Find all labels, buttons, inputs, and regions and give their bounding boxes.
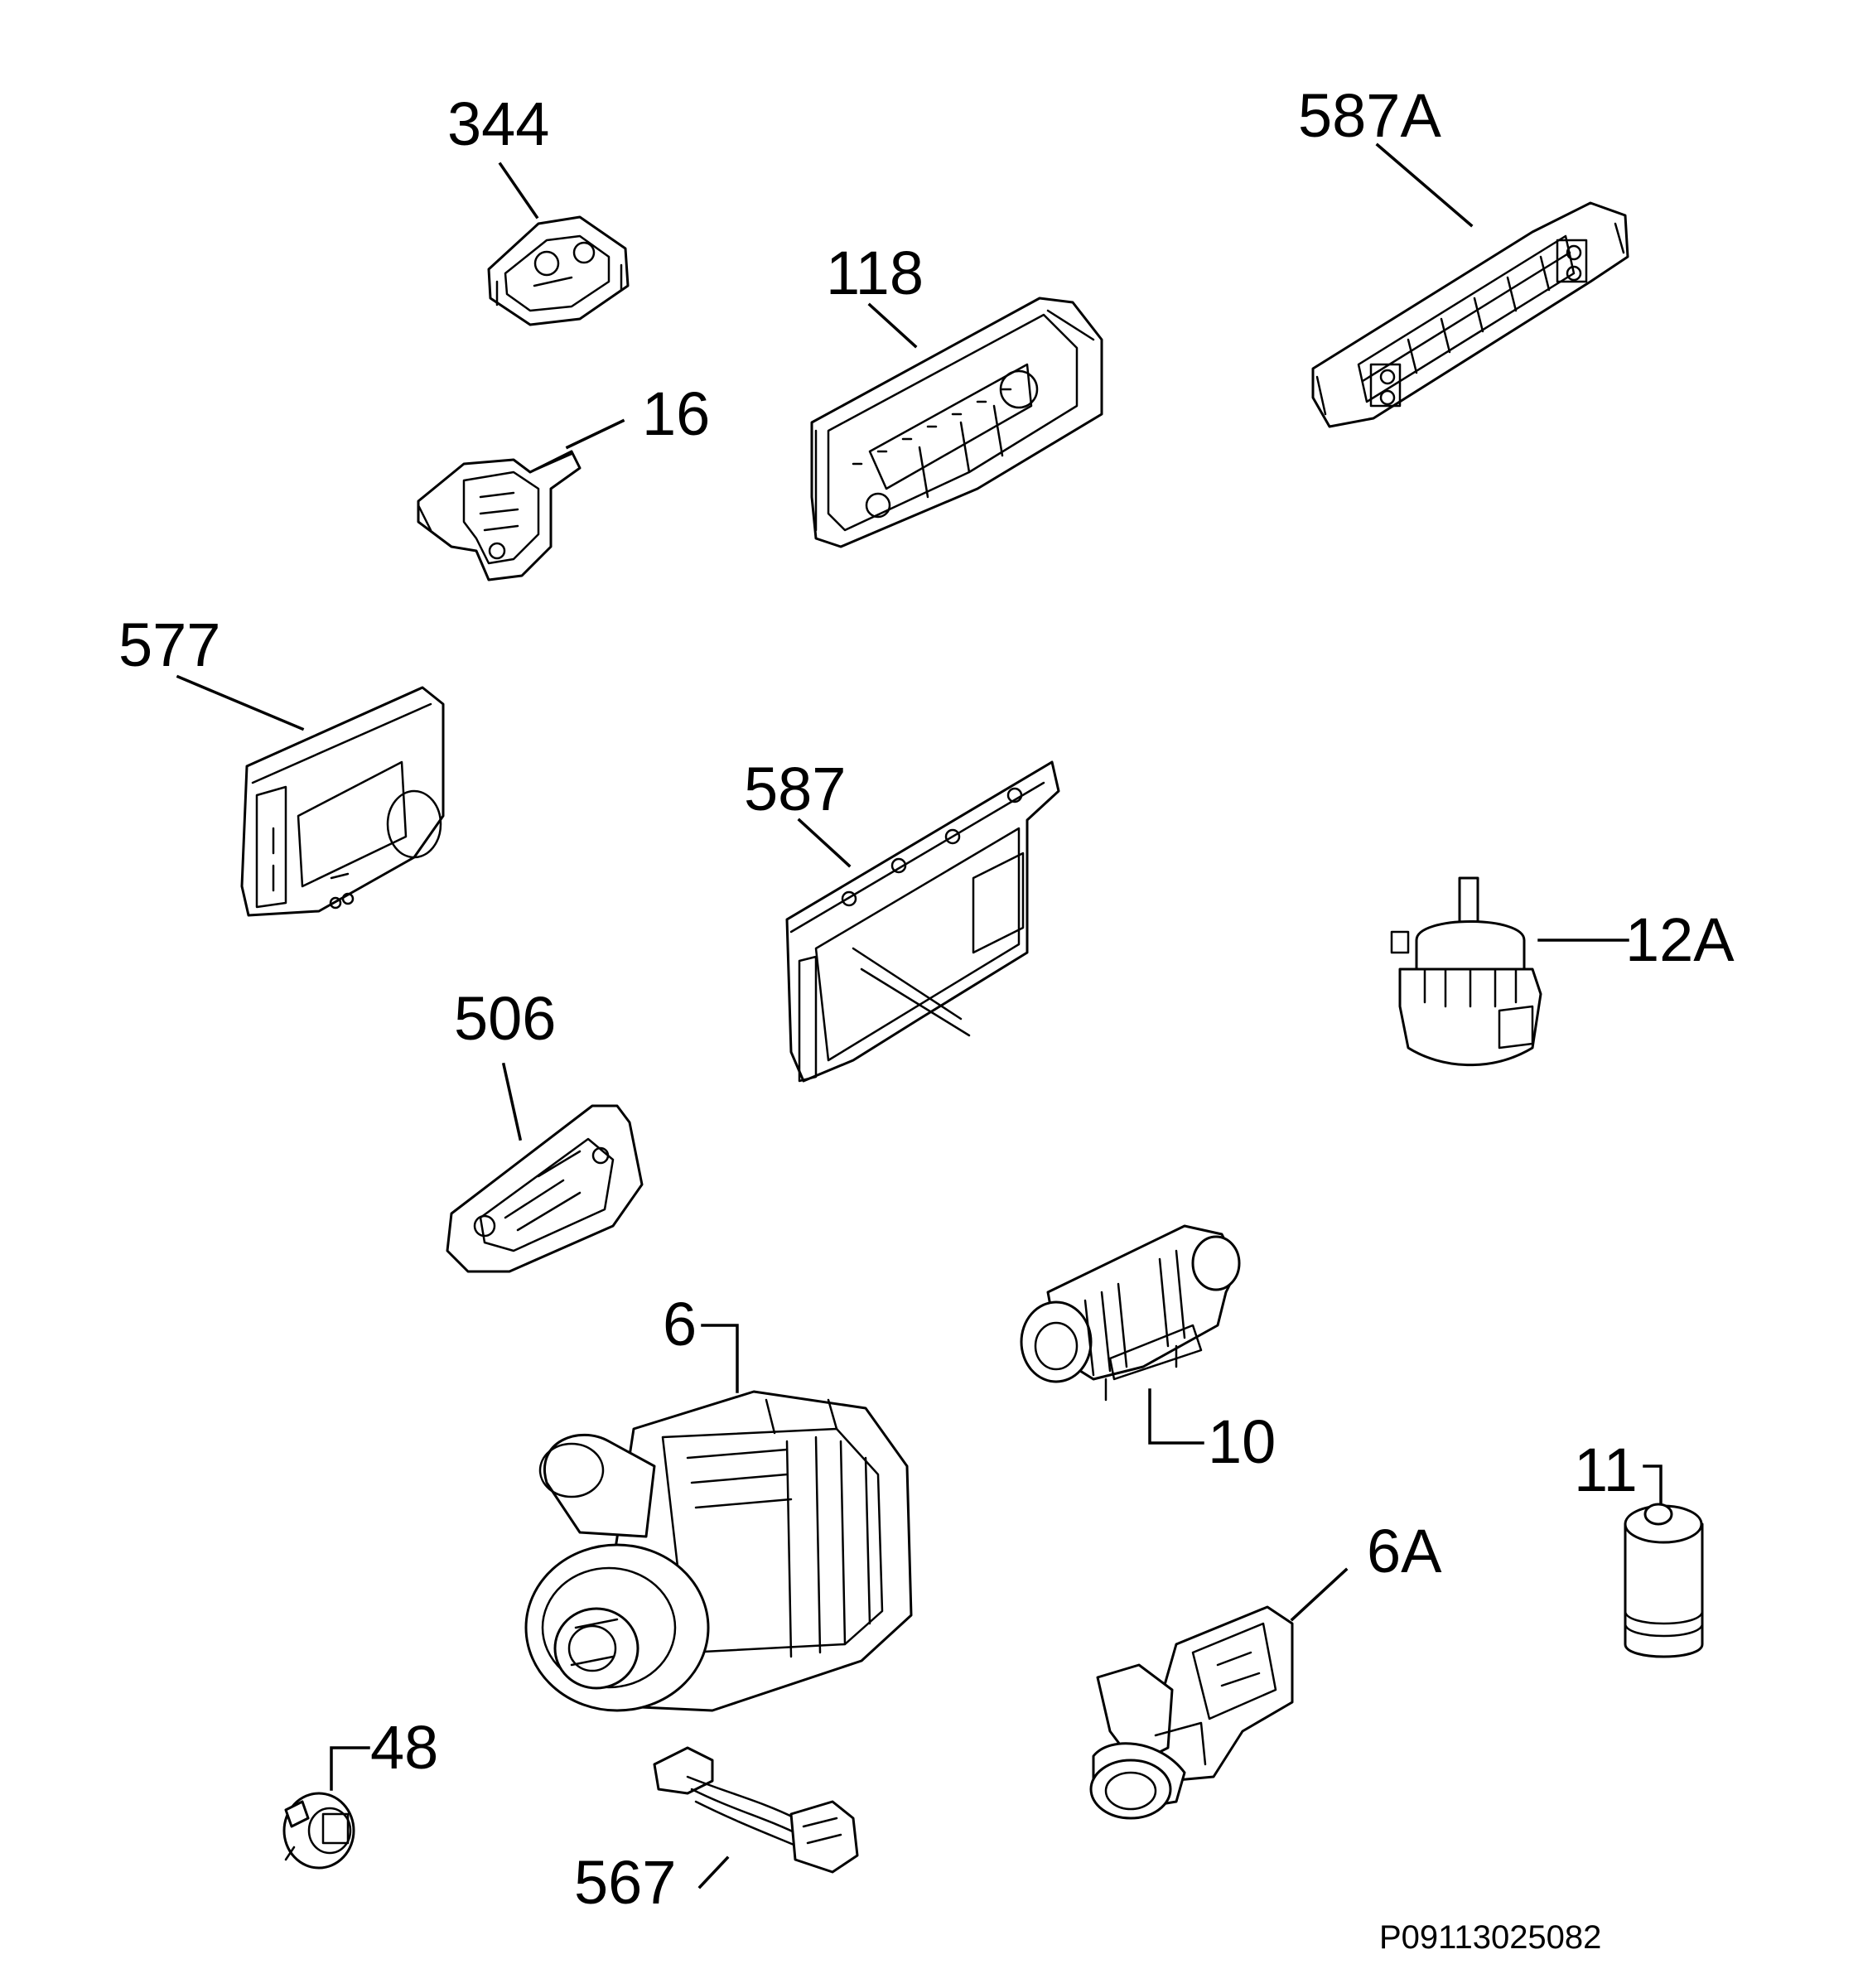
part-587A[interactable] [1311,201,1629,428]
callout-12A: 12A [1625,905,1735,974]
callout-11: 11 [1574,1436,1638,1504]
callout-118: 118 [826,239,924,307]
part-10[interactable] [1020,1224,1241,1402]
callout-587: 587 [744,755,846,823]
part-11[interactable] [1624,1503,1704,1658]
part-577[interactable] [240,686,445,917]
part-344[interactable] [487,215,630,326]
part-6A[interactable] [1089,1605,1294,1820]
callout-587A: 587A [1298,81,1441,150]
callout-6: 6 [663,1290,697,1358]
part-48[interactable] [282,1792,355,1870]
part-587[interactable] [785,760,1060,1083]
callout-6A: 6A [1367,1517,1442,1585]
callout-577: 577 [118,610,220,679]
part-506[interactable] [446,1104,644,1273]
reference-code: P09113025082 [1379,1919,1601,1956]
callout-16: 16 [642,379,710,448]
part-118[interactable] [810,297,1103,548]
callout-506: 506 [454,984,556,1053]
part-12A[interactable] [1390,876,1542,1067]
callout-10: 10 [1208,1407,1276,1476]
part-567[interactable] [653,1746,859,1874]
callout-48: 48 [370,1713,438,1782]
part-16[interactable] [417,450,582,581]
callout-344: 344 [447,89,549,158]
part-6[interactable] [524,1390,913,1712]
callout-567: 567 [574,1848,676,1917]
